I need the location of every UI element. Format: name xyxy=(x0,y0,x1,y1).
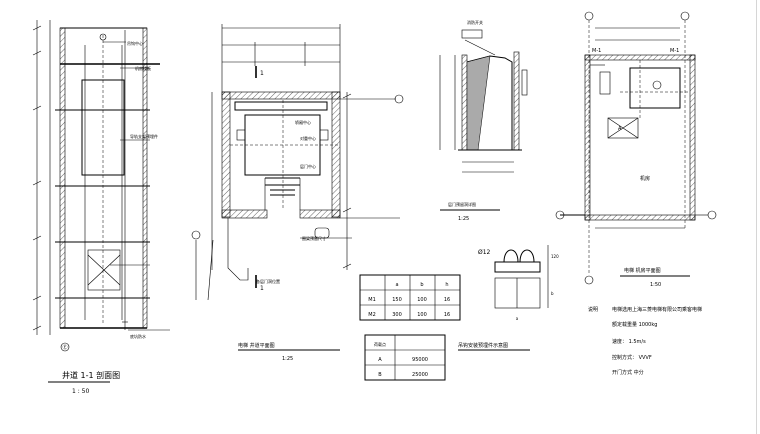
svg-text:机房楼板: 机房楼板 xyxy=(135,65,151,71)
table-m-header-h: h xyxy=(445,282,448,288)
notes-line: 电梯选用上海三菱电梯有限公司乘客电梯 xyxy=(612,306,702,313)
shaft-plan-view: 1 1 轿厢中心 对重中心 层门中心 圈梁预留尺寸 各层门洞位置 xyxy=(191,24,404,362)
svg-text:底坑防水: 底坑防水 xyxy=(130,333,146,339)
table-m-header-a: a xyxy=(395,282,398,288)
table-m-cell: M1 xyxy=(368,297,376,303)
table-load-header: 荷载点 xyxy=(374,341,386,347)
svg-text:层门中心: 层门中心 xyxy=(300,163,316,169)
table-load-cell: 95000 xyxy=(412,357,428,363)
svg-text:a: a xyxy=(516,316,519,321)
embed-size-table: a b h M1 150 100 16 M2 300 100 16 xyxy=(359,274,461,321)
svg-text:消防开关: 消防开关 xyxy=(467,19,483,25)
svg-text:120: 120 xyxy=(551,254,559,259)
svg-text:导轨支架预埋件: 导轨支架预埋件 xyxy=(130,133,158,139)
svg-text:对重中心: 对重中心 xyxy=(300,135,316,141)
load-point-table: 荷载点 A 95000 B 25000 xyxy=(364,334,446,381)
plan-cut-label-top: 1 xyxy=(260,70,264,77)
table-load-cell: 25000 xyxy=(412,372,428,378)
door-opening-detail: 消防开关 层门预留洞详图 1:25 xyxy=(439,19,528,222)
table-load-cell: A xyxy=(378,357,382,363)
door-detail-scale: 1:25 xyxy=(458,216,469,222)
plan-cut-label-bottom: 1 xyxy=(260,285,264,292)
design-notes: 说明 电梯选用上海三菱电梯有限公司乘客电梯 额定载重量 1000kg 速度： 1… xyxy=(588,306,702,376)
machine-room-title: 电梯 机房平面图 xyxy=(624,267,661,274)
notes-heading: 说明 xyxy=(588,306,598,313)
machine-room-plan: M-1 M-1 A 机房 电梯 机房平面图 1:50 xyxy=(555,11,717,288)
notes-line: 额定载重量 1000kg xyxy=(612,321,657,328)
plan-title: 电梯 井道平面图 xyxy=(238,342,275,349)
hook-detail-title: 吊钩安装预埋件示意图 xyxy=(458,342,508,349)
table-m-header-b: b xyxy=(420,282,423,288)
machine-room-label: 机房 xyxy=(640,175,650,182)
notes-line: 控制方式： VVVF xyxy=(612,354,652,361)
svg-text:b: b xyxy=(551,291,554,296)
section-scale: 1 : 50 xyxy=(72,388,89,395)
svg-text:M-1: M-1 xyxy=(670,48,679,54)
hook-dia-label: Ø12 xyxy=(478,249,491,256)
table-m-cell: 100 xyxy=(417,312,427,318)
svg-text:各层门洞位置: 各层门洞位置 xyxy=(256,278,280,284)
notes-line: 速度： 1.5m/s xyxy=(612,338,646,345)
section-title: 井道 1-1 剖面图 xyxy=(62,370,120,380)
shaft-section-view: 吊钩中心 机房楼板 导轨支架预埋件 底坑防水 Ⓔ 井道 1-1 剖面图 1 : … xyxy=(32,20,170,395)
sheet-border xyxy=(756,0,757,434)
table-load-cell: B xyxy=(378,372,382,378)
svg-text:A: A xyxy=(618,126,622,132)
table-m-cell: 16 xyxy=(444,312,450,318)
section-axis-label: Ⓔ xyxy=(62,344,67,351)
table-m-cell: 300 xyxy=(392,312,402,318)
svg-text:轿厢中心: 轿厢中心 xyxy=(295,119,311,125)
table-m-cell: M2 xyxy=(368,312,376,318)
door-detail-title: 层门预留洞详图 xyxy=(448,201,476,207)
hook-embed-detail: Ø12 120 b a 吊钩安装预埋件示意图 xyxy=(458,245,559,351)
table-m-cell: 150 xyxy=(392,297,402,303)
svg-text:M-1: M-1 xyxy=(592,48,601,54)
table-m-cell: 100 xyxy=(417,297,427,303)
machine-room-scale: 1:50 xyxy=(650,282,661,288)
notes-line: 开门方式 中分 xyxy=(612,369,644,376)
table-m-cell: 16 xyxy=(444,297,450,303)
plan-scale: 1:25 xyxy=(282,356,293,362)
svg-text:吊钩中心: 吊钩中心 xyxy=(127,40,143,46)
